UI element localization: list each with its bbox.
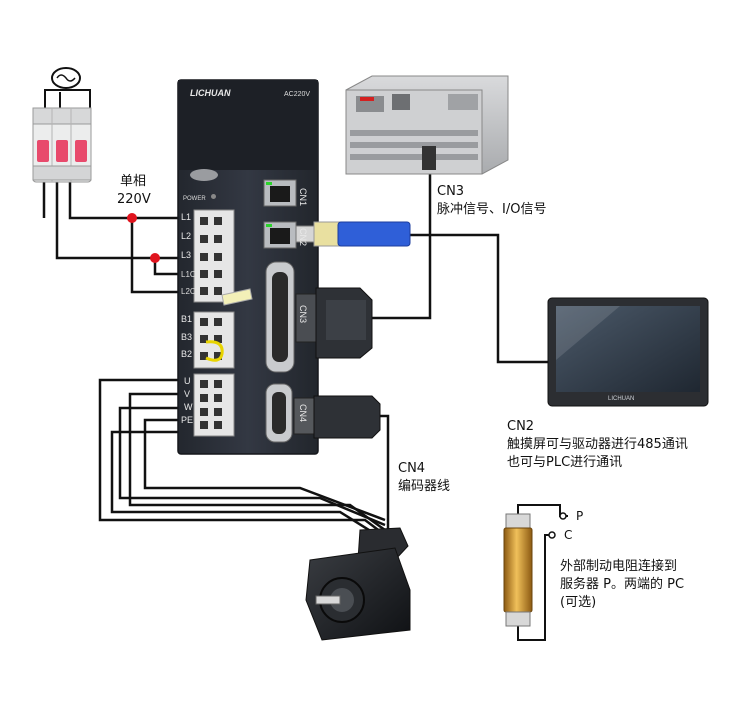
- label-single-phase: 单相: [120, 174, 147, 189]
- terminal-l3: L3: [181, 250, 192, 260]
- circuit-breaker: [32, 67, 92, 183]
- servo-drive: [177, 79, 319, 455]
- cn3-plug: [295, 287, 373, 359]
- port-label-cn3: CN3: [298, 305, 308, 324]
- drive-model: AC220V: [284, 91, 311, 98]
- power-led: [211, 194, 216, 199]
- label-cn3-title: CN3: [437, 184, 465, 199]
- power-wires: [42, 180, 190, 294]
- drive-power-label: POWER: [183, 196, 206, 202]
- terminal-v: V: [184, 389, 191, 399]
- label-cn4-desc: 编码器线: [398, 479, 451, 494]
- terminal-b3: B3: [181, 332, 193, 342]
- junction-dot: [150, 253, 160, 263]
- breaker-toggle: [75, 140, 87, 162]
- port-label-cn2: CN2: [298, 228, 308, 247]
- terminal-b1: B1: [181, 314, 193, 324]
- motor-wires: [98, 378, 386, 542]
- brake-resistor: [503, 504, 568, 641]
- breaker-toggle: [56, 140, 68, 162]
- cn3-wire: [372, 172, 432, 320]
- terminal-l1c: L1C: [181, 270, 196, 279]
- label-resistor-p: P: [576, 509, 584, 523]
- cn4-wire: [380, 414, 390, 548]
- terminal-u: U: [184, 376, 191, 386]
- terminal-l2c: L2C: [181, 287, 196, 296]
- breaker-toggle: [37, 140, 49, 162]
- terminal-l2: L2: [181, 231, 192, 241]
- label-resistor-c: C: [564, 528, 573, 542]
- terminal-b2: B2: [181, 349, 193, 359]
- drive-brand: LICHUAN: [190, 88, 231, 98]
- motor-shaft: [315, 595, 341, 605]
- hmi-brand: LICHUAN: [608, 396, 635, 402]
- label-cn4-title: CN4: [398, 461, 426, 476]
- ethernet-cable: [295, 221, 411, 247]
- label-cn2-title: CN2: [507, 419, 535, 434]
- servo-motor: [305, 527, 411, 641]
- cn2-wire: [410, 233, 550, 364]
- cn4-plug: [293, 395, 381, 439]
- plc: [345, 75, 509, 175]
- junction-dot: [127, 213, 137, 223]
- terminal-pe: PE: [181, 415, 194, 425]
- port-label-cn1: CN1: [298, 188, 308, 207]
- label-cn3-desc: 脉冲信号、I/O信号: [437, 202, 547, 217]
- label-cn2-desc2: 也可与PLC进行通讯: [507, 455, 623, 470]
- label-resistor-desc3: (可选): [560, 595, 597, 610]
- port-label-cn4: CN4: [298, 404, 308, 423]
- terminal-w: W: [184, 402, 193, 412]
- label-resistor-desc2: 服务器 P。两端的 PC: [560, 577, 685, 592]
- label-voltage: 220V: [117, 192, 151, 207]
- touch-screen: [547, 297, 709, 407]
- label-cn2-desc1: 触摸屏可与驱动器进行485通讯: [507, 437, 688, 452]
- terminal-l1: L1: [181, 212, 192, 222]
- label-resistor-desc1: 外部制动电阻连接到: [560, 559, 678, 574]
